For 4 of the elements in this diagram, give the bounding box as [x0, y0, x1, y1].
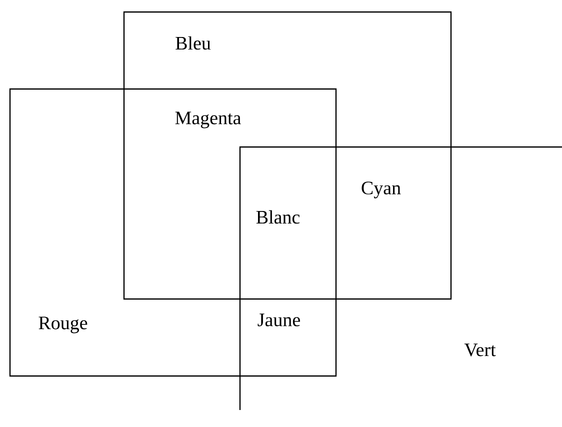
region-label: Cyan — [362, 182, 401, 198]
region-label: Blanc — [256, 210, 300, 224]
region-label: Magenta — [175, 112, 241, 128]
region-label: Jaune — [258, 314, 300, 326]
